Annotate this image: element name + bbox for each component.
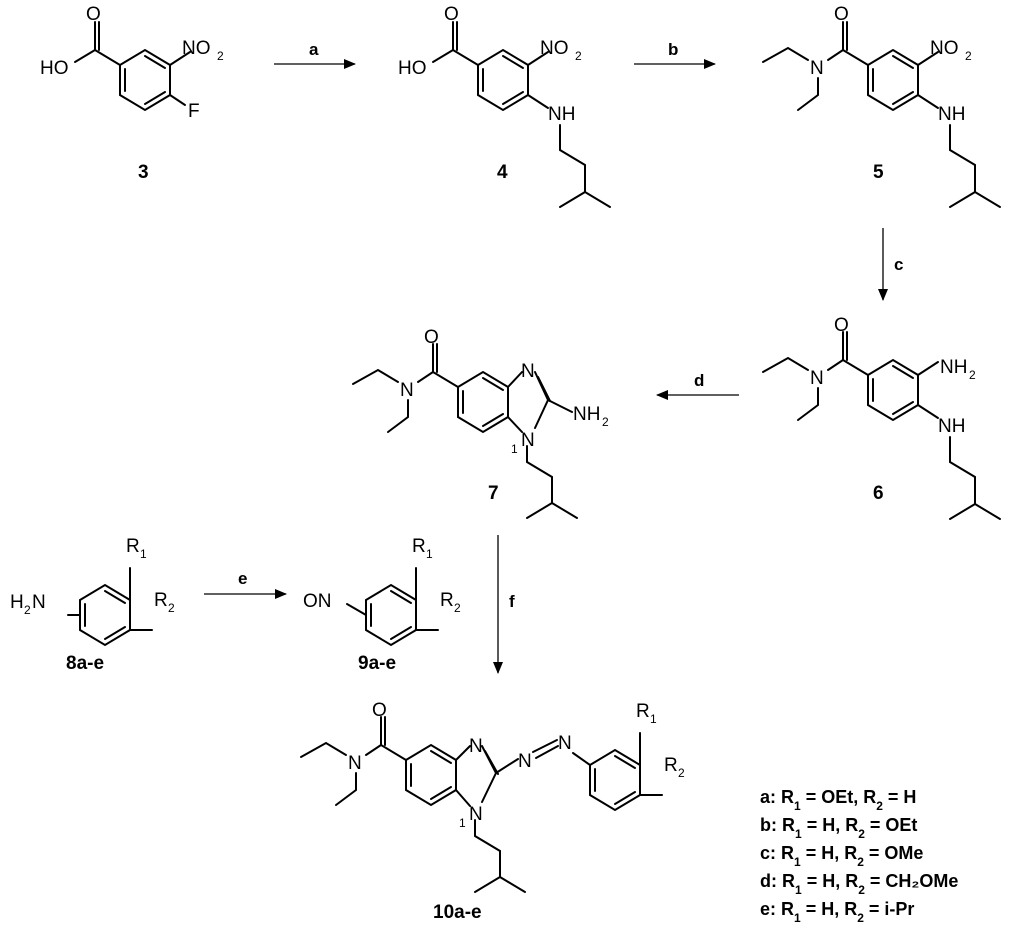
atom-subscript: 2 [575,49,582,63]
atom-amine: NH [548,104,575,125]
compound-4-structure: O HO NO 2 NH [398,4,611,208]
atom-oxygen: O [444,4,459,25]
substituent-row-e: e: R1 = H, R2 = i-Pr [760,899,914,925]
atom-amine: NH [940,357,967,378]
substituent-table: a: R1 = OEt, R2 = Hb: R1 = H, R2 = OEtc:… [760,787,958,925]
atom-nitro: NO [930,38,959,59]
atom-fluorine: F [188,101,200,122]
atom-r-group: R [154,590,168,611]
atom-nitrogen: N [469,804,483,825]
atom-subscript: 2 [965,49,972,63]
atom-subscript: 1 [140,547,147,561]
reagent-label-b: b [668,40,678,59]
atom-r-group: R [126,536,140,557]
arrow-f: f [493,535,515,674]
atom-subscript: 2 [678,766,685,780]
compound-5-structure: O N NO 2 NH [762,4,1001,208]
atom-locant: 1 [459,816,466,830]
atom-nitrogen: N [810,58,824,79]
compound-label-7: 7 [488,483,499,504]
atom-nitrogen: N [810,368,824,389]
atom-oxygen: O [372,700,387,721]
compound-label-8: 8a-e [66,653,104,674]
atom-oxygen: O [86,4,101,25]
compound-label-9: 9a-e [358,653,396,674]
atom-subscript: 2 [969,368,976,382]
atom-amine: NH [938,104,965,125]
atom-subscript: 1 [650,712,657,726]
atom-amine: NH [938,416,965,437]
atom-nitrogen: N [348,753,362,774]
atom-amine-n: N [32,592,46,613]
atom-subscript: 2 [24,603,31,617]
compound-label-4: 4 [497,162,508,183]
atom-r-group: R [440,590,454,611]
atom-hydroxyl: HO [398,58,427,79]
substituent-row-c: c: R1 = H, R2 = OMe [760,843,923,869]
atom-azo-n: N [558,733,572,754]
compound-label-6: 6 [873,483,884,504]
atom-amine-h: H [10,592,24,613]
compound-8-structure: H 2 N R 1 R 2 [10,536,175,647]
arrow-e: e [204,569,287,599]
compound-6-structure: O N NH 2 NH [762,315,1001,520]
atom-locant: 1 [511,442,518,456]
compound-label-10: 10a-e [433,902,482,923]
compound-label-3: 3 [138,162,149,183]
compound-10-structure: O N N N 1 N N R 1 R 2 [300,700,685,893]
atom-subscript: 2 [217,49,224,63]
reagent-label-c: c [894,255,903,274]
atom-nitrogen: N [400,380,414,401]
atom-nitro: NO [182,38,211,59]
atom-amine: NH [573,404,600,425]
atom-subscript: 2 [168,601,175,615]
atom-nitroso: ON [303,591,332,612]
reagent-label-a: a [309,40,319,59]
atom-r-group: R [636,701,650,722]
atom-nitrogen: N [521,430,535,451]
arrow-c: c [878,228,903,301]
atom-nitro: NO [540,38,569,59]
atom-oxygen: O [424,327,439,348]
compound-7-structure: O N N N 1 NH 2 [352,327,609,519]
substituent-row-b: b: R1 = H, R2 = OEt [760,815,917,841]
atom-r-group: R [412,536,426,557]
atom-subscript: 2 [602,415,609,429]
reagent-label-d: d [694,371,704,390]
atom-subscript: 2 [454,601,461,615]
substituent-row-d: d: R1 = H, R2 = CH₂OMe [760,871,958,897]
arrow-b: b [634,40,716,69]
atom-nitrogen: N [521,361,535,382]
substituent-row-a: a: R1 = OEt, R2 = H [760,787,916,813]
reagent-label-f: f [509,592,515,611]
atom-nitrogen: N [469,736,483,757]
compound-3-structure: O HO NO 2 F [40,4,224,122]
arrow-d: d [656,371,739,400]
atom-r-group: R [664,755,678,776]
atom-azo-n: N [518,751,532,772]
compound-label-5: 5 [873,162,884,183]
compound-9-structure: ON R 1 R 2 [303,536,461,647]
reagent-label-e: e [238,569,247,588]
arrow-a: a [274,40,356,69]
atom-oxygen: O [834,315,849,336]
atom-subscript: 1 [426,547,433,561]
atom-oxygen: O [834,4,849,25]
atom-hydroxyl: HO [40,58,69,79]
